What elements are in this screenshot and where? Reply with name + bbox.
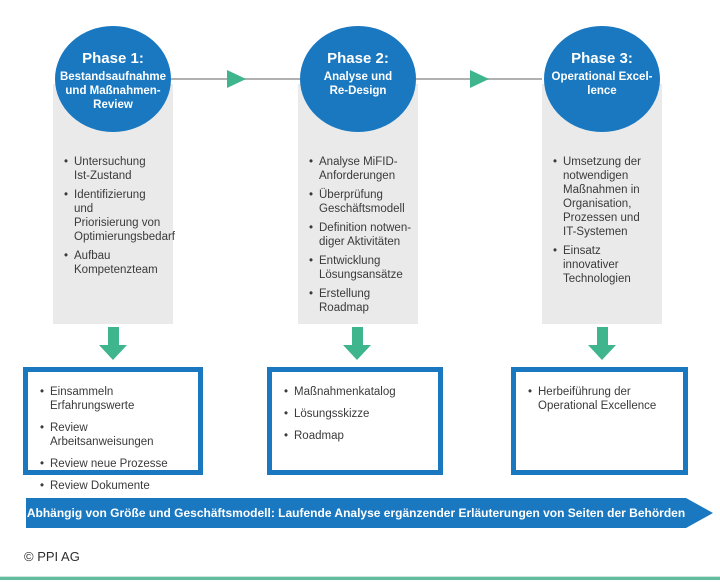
phase-1-activities-list: Untersuchung Ist-ZustandIdentifizierung … <box>63 155 175 277</box>
down-arrow-stem <box>107 327 119 345</box>
phase-3-subtitle: Operational Excel- lence <box>551 71 653 97</box>
activity-item: Definition notwen- diger Aktivitäten <box>308 221 412 249</box>
phase-3-circle: Phase 3: Operational Excel- lence <box>544 26 660 132</box>
deliverable-item: Review Dokumente <box>39 479 192 493</box>
activity-item: Aufbau Kompetenzteam <box>63 249 167 277</box>
activity-item: Untersuchung Ist-Zustand <box>63 155 167 183</box>
deliverable-item: Roadmap <box>283 429 432 443</box>
down-arrow-icon <box>588 327 616 360</box>
phase-3-title: Phase 3: <box>571 50 633 67</box>
down-arrow-icon <box>99 327 127 360</box>
phase-2-activities-list: Analyse MiFID- AnforderungenÜberprüfung … <box>308 155 412 315</box>
phase-1-deliverables-box: Einsammeln ErfahrungswerteReview Arbeits… <box>23 367 203 493</box>
deliverable-item: Maßnahmenkatalog <box>283 385 432 399</box>
phase-1-subtitle: Bestandsaufnahme und Maßnahmen- Review <box>59 71 167 111</box>
activity-item: Analyse MiFID- Anforderungen <box>308 155 412 183</box>
activity-item: Entwicklung Lösungsansätze <box>308 254 412 282</box>
phase-2-deliverables-list: MaßnahmenkatalogLösungsskizzeRoadmap <box>283 385 432 443</box>
activity-item: Erstellung Roadmap <box>308 287 412 315</box>
activity-item: Überprüfung Geschäftsmodell <box>308 188 412 216</box>
activity-item: Identifizierung und Priorisierung von Op… <box>63 188 175 244</box>
arrow-right-icon <box>227 70 246 88</box>
deliverable-item: Review neue Prozesse <box>39 457 192 471</box>
banner-bar: Abhängig von Größe und Geschäftsmodell: … <box>26 498 686 528</box>
deliverable-item: Lösungsskizze <box>283 407 432 421</box>
banner-arrow-tip-icon <box>686 498 713 528</box>
deliverable-item: Review Arbeitsanweisungen <box>39 421 192 449</box>
phase-3-activities-list: Umsetzung der notwendigen Maßnahmen in O… <box>552 155 656 286</box>
down-arrow-head <box>588 345 616 360</box>
activity-item: Einsatz innovativer Technologien <box>552 244 656 286</box>
phase-1-deliverables-list: Einsammeln ErfahrungswerteReview Arbeits… <box>39 385 192 493</box>
copyright-text: © PPI AG <box>24 549 80 564</box>
down-arrow-stem <box>596 327 608 345</box>
phase-2-subtitle: Analyse und Re-Design <box>323 71 393 97</box>
phase-3-deliverables-box: Herbeiführung der Operational Excellence <box>511 367 688 475</box>
phase-3-deliverables-list: Herbeiführung der Operational Excellence <box>527 385 677 413</box>
phase-1-title: Phase 1: <box>82 50 144 67</box>
activity-item: Umsetzung der notwendigen Maßnahmen in O… <box>552 155 656 239</box>
down-arrow-head <box>99 345 127 360</box>
phase-2-circle: Phase 2: Analyse und Re-Design <box>300 26 416 132</box>
bottom-rule <box>0 576 720 580</box>
down-arrow-stem <box>351 327 363 345</box>
phase-2-title: Phase 2: <box>327 50 389 67</box>
down-arrow-head <box>343 345 371 360</box>
arrow-right-icon <box>470 70 489 88</box>
down-arrow-icon <box>343 327 371 360</box>
phase-1-circle: Phase 1: Bestandsaufnahme und Maßnahmen-… <box>55 26 171 132</box>
phase-2-activities-box: Analyse MiFID- AnforderungenÜberprüfung … <box>298 84 418 324</box>
phase-2-deliverables-box: MaßnahmenkatalogLösungsskizzeRoadmap <box>267 367 443 475</box>
banner-text: Abhängig von Größe und Geschäftsmodell: … <box>26 506 686 520</box>
deliverable-item: Einsammeln Erfahrungswerte <box>39 385 192 413</box>
deliverable-item: Herbeiführung der Operational Excellence <box>527 385 677 413</box>
